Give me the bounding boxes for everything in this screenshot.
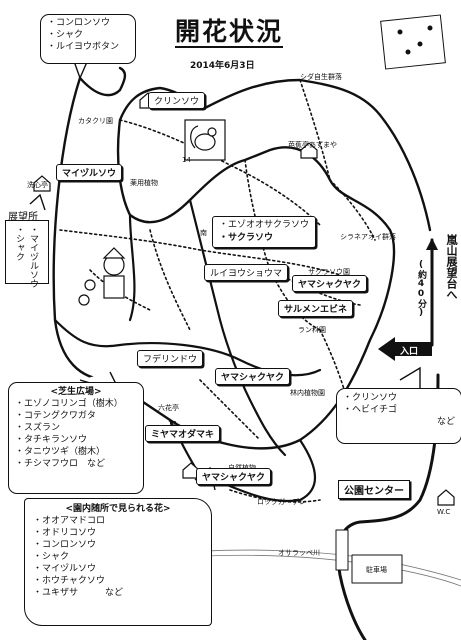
arashiyama-label: 嵐山展望台へ xyxy=(445,234,458,300)
label-ran: ラン科園 xyxy=(298,326,326,334)
entrance-arrow xyxy=(378,337,432,361)
top-left-flower-box: ・コンロンソウ ・シャク ・ルイヨウボタン xyxy=(40,14,136,64)
list-item: ・タチキランソウ xyxy=(15,435,88,445)
list-item: ・マイヅルソウ xyxy=(33,564,97,574)
list-item: ・チシマフウロ など xyxy=(15,459,106,469)
list-item: ・コテングクワガタ xyxy=(15,411,96,421)
label-rokkakutei: 六花亭 xyxy=(158,404,179,412)
label-river: オサラッペ川 xyxy=(278,549,320,557)
map-illustration xyxy=(380,14,446,70)
list-item: ・エゾオオサクラソウ xyxy=(219,220,310,230)
list-item: ・ユキザサ など xyxy=(33,588,124,598)
label-senkyo: 洗心亭 xyxy=(27,181,48,189)
list-item: ・ヘビイチゴ xyxy=(343,405,398,415)
label-parking: 駐車場 xyxy=(366,566,387,574)
list-item: ・スズラン xyxy=(15,423,61,433)
tag-maizurusou: マイヅルソウ xyxy=(56,164,123,181)
label-minami: 南 xyxy=(200,229,207,237)
map-date: 2014年6月3日 xyxy=(190,61,255,71)
list-item: ・マイヅルソウ xyxy=(28,225,38,288)
scroll-flower-box: <園内随所で見られる花> ・オオアマドコロ ・オドリコソウ ・コンロンソウ ・シ… xyxy=(24,498,212,626)
left-vertical-box: ・シャク ・マイヅルソウ xyxy=(5,220,49,288)
list-item: ・サクラソウ xyxy=(219,233,274,243)
entrance-label: 入口 xyxy=(400,347,419,357)
label-wc: W.C xyxy=(437,508,451,516)
label-yakuyou: 薬用植物 xyxy=(130,179,158,187)
house-icon xyxy=(33,92,455,506)
label-basho: 芭蕉亭あずまや xyxy=(288,141,337,149)
label-shiraneaoi: シラネアオイ群落 xyxy=(340,233,396,241)
tag-kurinsou: クリンソウ xyxy=(148,92,206,109)
list-item: ・コンロンソウ xyxy=(47,18,111,28)
label-sakurasou-en: サクラソウ園 xyxy=(308,268,350,276)
tag-yamashakuyaku-1: ヤマシャクヤク xyxy=(292,275,368,292)
tag-sarumen: サルメンエビネ xyxy=(278,300,354,317)
child-illustration xyxy=(78,247,126,306)
label-shida: シダ自生群落 xyxy=(300,73,342,81)
list-item: ・オドリコソウ xyxy=(33,528,97,538)
list-item: ・クリンソウ xyxy=(343,393,398,403)
tag-yamashakuyaku-2: ヤマシャクヤク xyxy=(215,368,291,385)
parking-building xyxy=(351,554,403,584)
marker-12: 12 xyxy=(168,420,177,428)
map-title: 開花状況 xyxy=(175,17,284,48)
list-item: ・エゾノコリンゴ（樹木） xyxy=(15,399,123,409)
list-item: ・シャク xyxy=(47,30,84,40)
marker-14: 14 xyxy=(182,156,191,164)
entrance-flower-box: ・クリンソウ ・ヘビイチゴ など xyxy=(336,388,461,444)
label-kakukuri: カタクリ園 xyxy=(78,117,113,125)
squirrel-illustration xyxy=(184,119,226,161)
tag-miyamaodamaki: ミヤマオダマキ xyxy=(145,425,221,442)
list-item: ・タニウツギ（樹木） xyxy=(15,447,106,457)
tag-fuderindou: フデリンドウ xyxy=(137,350,204,367)
shiba-lawn-box: <芝生広場> ・エゾノコリンゴ（樹木） ・コテングクワガタ ・スズラン ・タチキ… xyxy=(8,382,144,494)
list-item: ・コンロンソウ xyxy=(33,540,97,550)
list-item: ・ホウチャクソウ xyxy=(33,576,105,586)
list-item: ・シャク xyxy=(14,225,24,261)
park-center-label: 公園センター xyxy=(338,480,410,499)
list-item: ・シャク xyxy=(33,552,70,562)
arashiyama-arrow xyxy=(426,238,438,250)
scroll-box-title: <園内随所で見られる花> xyxy=(65,504,171,514)
label-rock: ロックガーデン xyxy=(257,498,306,506)
access-road xyxy=(336,373,440,640)
label-tenbousho: 展望所 xyxy=(8,212,38,223)
time-note: (約40分) xyxy=(416,260,426,318)
list-item: など xyxy=(436,417,455,427)
tag-ruiyou: ルイヨウショウマ xyxy=(204,264,289,281)
list-item: ・オオアマドコロ xyxy=(33,516,106,526)
shiba-box-title: <芝生広場> xyxy=(50,387,102,397)
tag-sakura: ・エゾオオサクラソウ ・サクラソウ xyxy=(212,216,317,248)
label-bayashi: 林内植物園 xyxy=(290,389,325,397)
list-item: ・ルイヨウボタン xyxy=(47,42,120,52)
tag-yamashakuyaku-3: ヤマシャクヤク xyxy=(196,468,272,485)
